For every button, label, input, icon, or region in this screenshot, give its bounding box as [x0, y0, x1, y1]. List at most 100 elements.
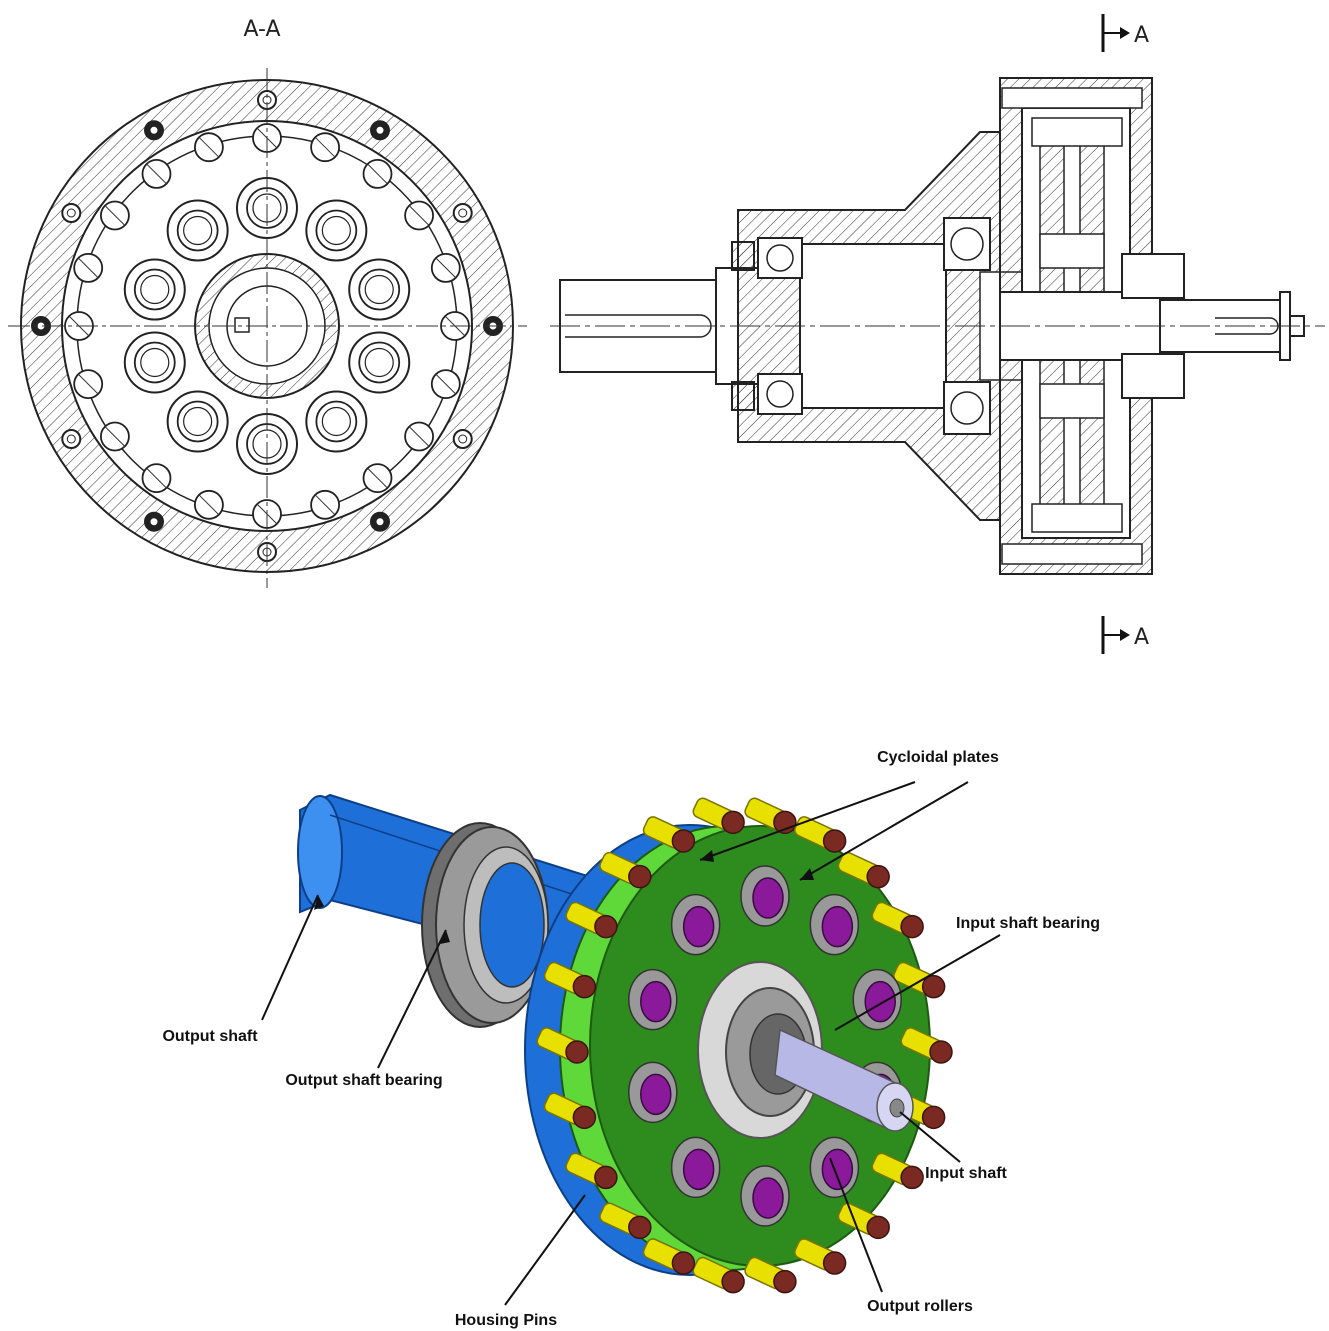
section-mark-bottom-letter: A: [1134, 625, 1149, 650]
pin-cap: [721, 1269, 745, 1294]
pin-cap: [921, 974, 946, 999]
label-input-shaft-bearing: Input shaft bearing: [956, 915, 1100, 932]
pin-hatch-line: [146, 163, 167, 185]
label-input-shaft: Input shaft: [925, 1165, 1007, 1182]
pin-cap: [572, 974, 597, 999]
pin-cap: [773, 1269, 797, 1294]
pin-cap: [866, 864, 890, 889]
housing-pins-3d: [536, 797, 953, 1294]
roller-pin: [640, 980, 672, 1023]
pin-hatch-line: [198, 494, 220, 516]
output-roller: [852, 968, 902, 1031]
housing-pin: [599, 851, 652, 889]
output-roller: [670, 893, 721, 956]
housing-pin: [871, 1152, 924, 1190]
label-output-shaft: Output shaft: [162, 1028, 258, 1045]
bolt-core: [66, 208, 76, 218]
output-shaft-bearing-section: [757, 237, 803, 415]
roller-core: [321, 406, 351, 437]
roller-pin: [752, 877, 784, 919]
pin-cap: [900, 914, 924, 939]
pin-cap: [929, 1040, 953, 1064]
roller-core: [140, 274, 170, 305]
section-mark-top: A: [1101, 14, 1149, 52]
pin-cap: [921, 1105, 946, 1130]
housing-pin: [642, 816, 696, 853]
housing-pin: [900, 1027, 953, 1064]
keyway: [234, 317, 250, 333]
label-housing-pins: Housing Pins: [455, 1312, 557, 1329]
housing-pin: [565, 1152, 618, 1190]
callout-arrowheads: [314, 850, 814, 944]
housing-pin: [744, 1256, 797, 1294]
side-section-view: A A: [550, 14, 1325, 654]
bolt-core: [375, 517, 385, 527]
pin-cap: [572, 1105, 597, 1130]
housing-pin: [837, 1202, 890, 1240]
pin-hatch-line: [435, 373, 457, 395]
bolts-section: [1001, 87, 1143, 565]
housing-pin: [543, 961, 597, 999]
roller-pin: [864, 980, 896, 1023]
output-roller: [740, 1165, 790, 1227]
roller-pin: [752, 1177, 784, 1219]
pin-hatch-line: [104, 426, 126, 447]
pin-cap: [721, 810, 745, 835]
pin-cap: [866, 1215, 890, 1240]
housing-pin: [543, 1092, 597, 1130]
output-roller: [740, 865, 790, 927]
bolt-core: [458, 208, 468, 218]
label-cycloidal-plates: Cycloidal plates: [877, 749, 999, 766]
roller-pin: [821, 905, 854, 948]
bolt-core: [149, 125, 159, 135]
pin-hatch-line: [367, 163, 388, 185]
roller-pin: [640, 1073, 672, 1116]
output-roller: [809, 893, 860, 956]
label-output-shaft-bearing: Output shaft bearing: [285, 1072, 442, 1089]
main-bearing-section: [943, 217, 991, 435]
bolt-core: [458, 434, 468, 444]
pin-cap: [822, 829, 847, 853]
pin-cap: [671, 1251, 696, 1275]
output-rollers-section: [1039, 233, 1105, 419]
pin-hatch-line: [314, 136, 336, 158]
pin-cap: [671, 829, 696, 853]
seal-section: [731, 241, 755, 411]
roller-core: [364, 347, 394, 378]
pin-cap: [822, 1251, 847, 1275]
roller-core: [183, 215, 213, 246]
housing-pin: [642, 1238, 696, 1275]
pin-cap: [900, 1165, 924, 1190]
housing-pin: [565, 901, 618, 939]
bolt-core: [66, 434, 76, 444]
output-roller: [628, 968, 678, 1031]
output-roller: [670, 1136, 721, 1199]
housing-pin: [794, 1238, 847, 1275]
pin-hatch-line: [435, 257, 457, 279]
section-mark-top-letter: A: [1134, 23, 1149, 48]
housing-pin: [536, 1027, 589, 1064]
label-output-rollers: Output rollers: [867, 1298, 973, 1315]
section-mark-bottom: A: [1101, 616, 1149, 654]
output-shaft-bearing-3d: [421, 822, 549, 1028]
roller-core: [183, 406, 213, 437]
pin-hatch-line: [198, 136, 220, 158]
pin-cap: [628, 864, 652, 889]
section-title: A-A: [243, 17, 280, 42]
pin-hatch-line: [367, 467, 388, 489]
housing-pin: [794, 816, 847, 853]
pin-hatch-line: [408, 426, 430, 447]
housing-pin: [692, 1256, 745, 1294]
housing-pin: [871, 901, 924, 939]
roller-pin: [682, 1148, 715, 1191]
output-roller-holes: [123, 177, 411, 475]
housing-pin: [837, 851, 890, 889]
bolt-core: [375, 125, 385, 135]
pin-hatch-line: [314, 494, 336, 516]
section-view-a-a: A-A: [8, 17, 527, 588]
roller-core: [140, 347, 170, 378]
pin-hatch-line: [146, 467, 167, 489]
pin-cap: [628, 1215, 652, 1240]
housing-pin: [599, 1202, 652, 1240]
